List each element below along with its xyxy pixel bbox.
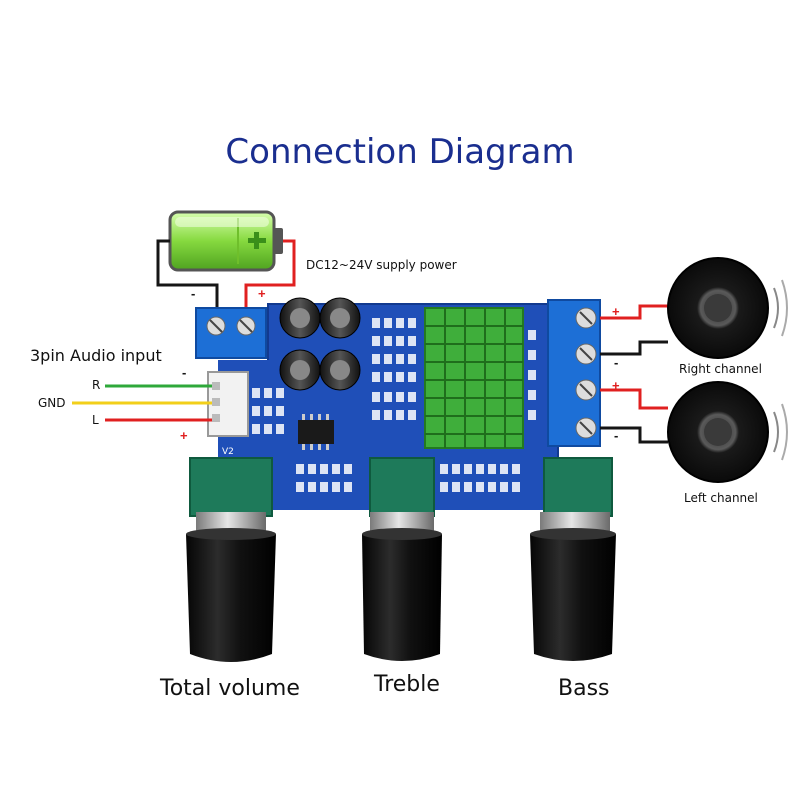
power-terminal xyxy=(195,307,267,359)
audio-minus-mark: - xyxy=(182,365,187,380)
volume-knob xyxy=(186,457,276,662)
bass-knob xyxy=(530,457,616,661)
right-channel-label: Right channel xyxy=(679,362,762,376)
power-minus-mark: - xyxy=(191,286,196,301)
power-wires xyxy=(156,239,296,310)
audio-input-connector xyxy=(207,371,249,437)
power-plus-mark: + xyxy=(258,286,266,301)
diagram-title: Connection Diagram xyxy=(225,132,575,172)
left-plus-mark: + xyxy=(612,378,620,393)
pin-label-l: L xyxy=(92,413,99,427)
volume-knob-label: Total volume xyxy=(160,676,300,701)
pin-label-gnd: GND xyxy=(38,396,66,410)
power-supply-label: DC12~24V supply power xyxy=(306,258,457,272)
right-plus-mark: + xyxy=(612,304,620,319)
speaker-terminal xyxy=(547,299,601,447)
battery-icon xyxy=(168,210,283,272)
left-speaker-icon xyxy=(667,381,788,483)
right-minus-mark: - xyxy=(614,355,619,370)
left-channel-label: Left channel xyxy=(684,491,758,505)
pin-label-r: R xyxy=(92,378,101,392)
capacitors xyxy=(279,297,361,391)
left-minus-mark: - xyxy=(614,428,619,443)
audio-input-label: 3pin Audio input xyxy=(30,346,162,365)
audio-wires xyxy=(72,384,212,422)
treble-knob-label: Treble xyxy=(374,672,440,697)
bass-knob-label: Bass xyxy=(558,676,610,701)
audio-plus-mark: + xyxy=(180,428,188,443)
heatsink xyxy=(424,307,524,449)
speaker-wires xyxy=(600,304,668,444)
right-speaker-icon xyxy=(667,257,788,359)
pot-marking-v2: V2 xyxy=(222,447,234,457)
treble-knob xyxy=(362,457,442,661)
